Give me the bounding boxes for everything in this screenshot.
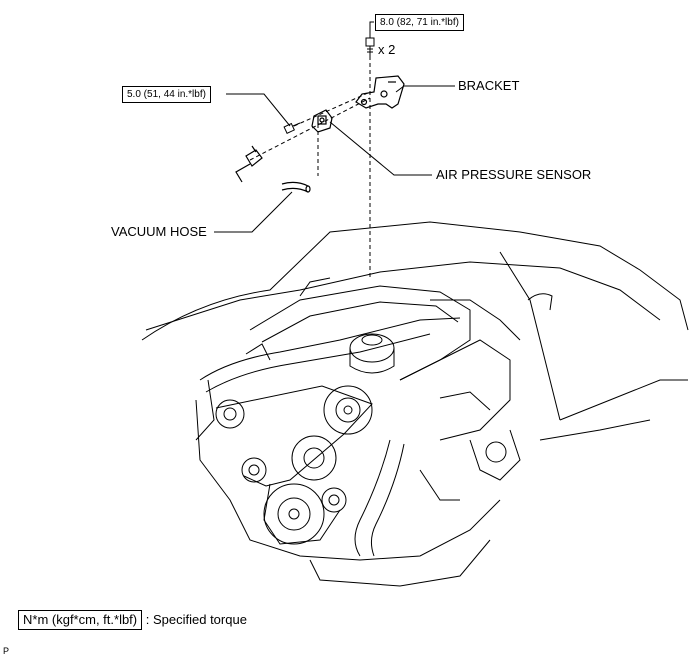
leader-lines — [214, 21, 455, 233]
legend: N*m (kgf*cm, ft.*lbf) : Specified torque — [18, 610, 247, 630]
air-pressure-sensor-part — [311, 109, 333, 133]
connector-part — [235, 145, 263, 183]
legend-unit-box: N*m (kgf*cm, ft.*lbf) — [18, 610, 143, 630]
bracket-part — [355, 75, 405, 109]
alignment-lines — [249, 56, 371, 278]
air-pressure-sensor-label: AIR PRESSURE SENSOR — [436, 167, 592, 182]
figure-code: P — [3, 646, 10, 656]
vacuum-hose-label: VACUUM HOSE — [111, 224, 207, 239]
vacuum-hose-part — [281, 181, 311, 193]
bolt-icon — [365, 37, 375, 56]
torque-spec-bracket: 8.0 (82, 71 in.*lbf) — [375, 14, 464, 31]
engine-assembly — [141, 221, 689, 587]
torque-spec-sensor: 5.0 (51, 44 in.*lbf) — [122, 86, 211, 103]
sensor-bolt-icon — [283, 122, 301, 134]
quantity-label: x 2 — [378, 42, 396, 57]
legend-description: : Specified torque — [145, 612, 247, 627]
bracket-label: BRACKET — [458, 78, 520, 93]
